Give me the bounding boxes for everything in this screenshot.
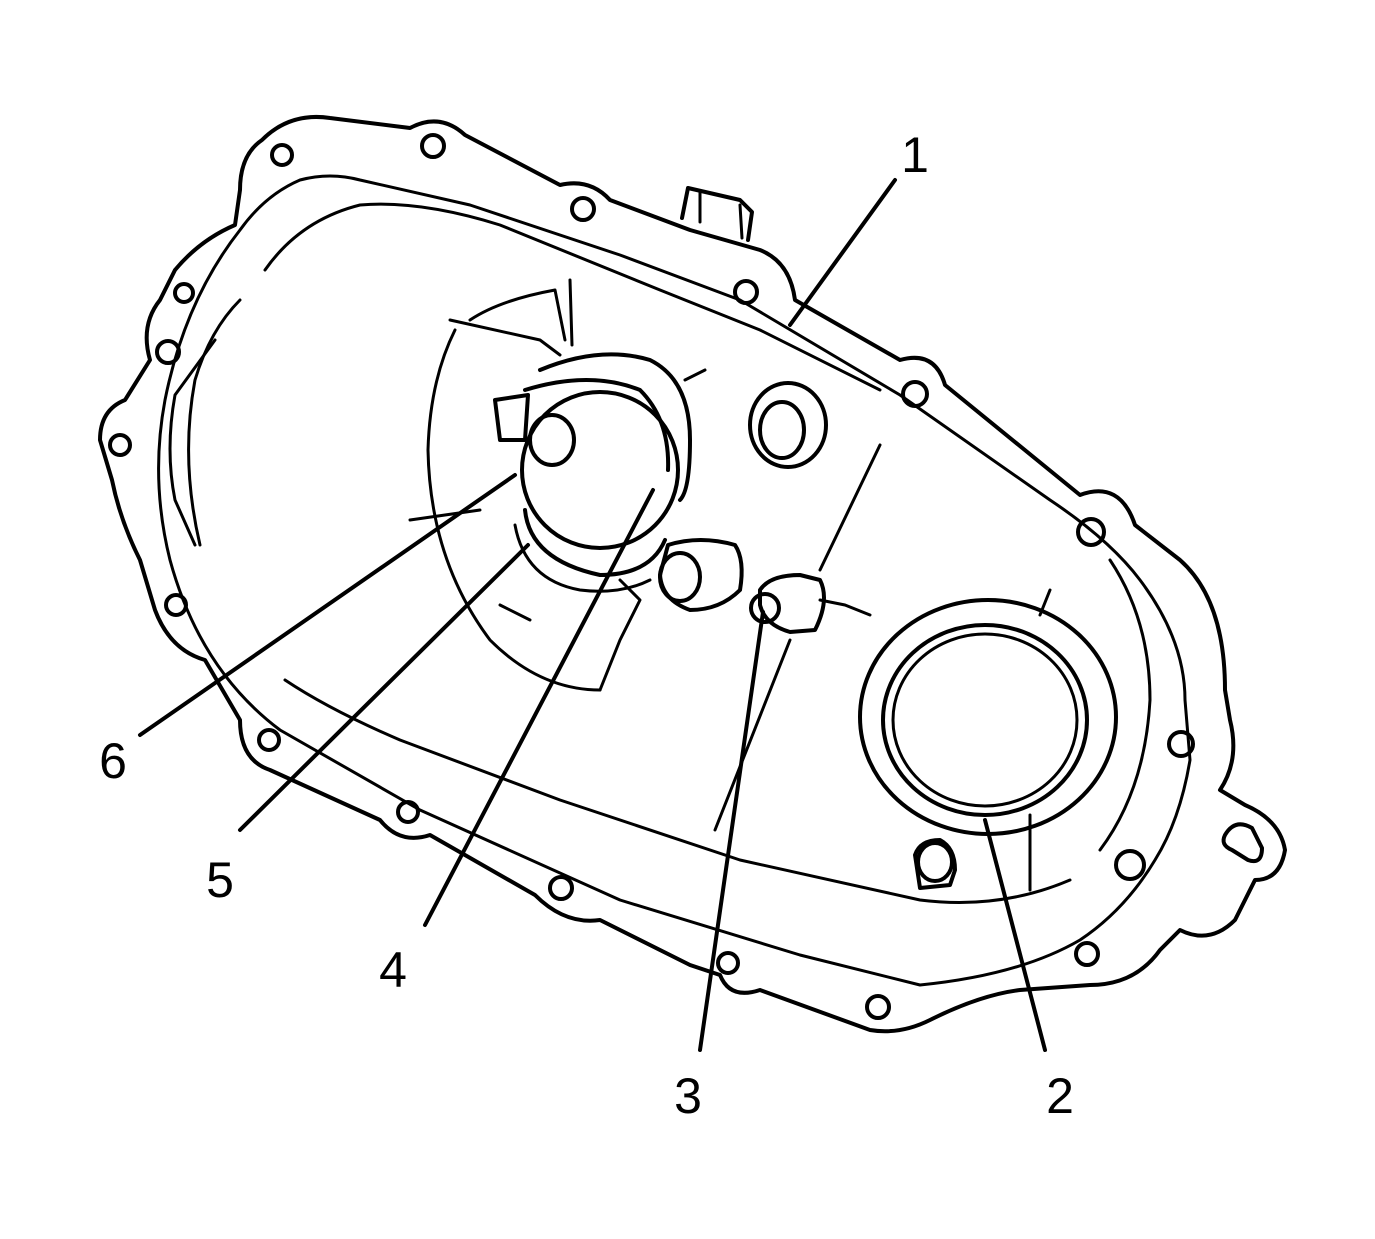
case-flange-outline bbox=[98, 115, 1287, 1034]
leader-1 bbox=[788, 178, 897, 327]
cavity-edge-upper bbox=[263, 202, 882, 392]
callout-4: 4 bbox=[379, 942, 407, 998]
vent-boss bbox=[680, 186, 754, 242]
callout-3: 3 bbox=[674, 1068, 702, 1124]
callout-6: 6 bbox=[99, 733, 127, 789]
upper-boss bbox=[748, 381, 828, 469]
cavity-edge-right bbox=[1098, 558, 1152, 852]
leader-5 bbox=[238, 543, 530, 832]
mount-tab-slot bbox=[1221, 822, 1264, 864]
rib-2 bbox=[713, 638, 792, 832]
bushing-boss bbox=[749, 573, 872, 634]
vent-boss-edge bbox=[698, 190, 744, 240]
cavity-edge-left-2 bbox=[168, 338, 217, 547]
callout-1: 1 bbox=[901, 127, 929, 183]
rib-1 bbox=[818, 443, 882, 572]
leader-4 bbox=[423, 488, 655, 927]
leader-2 bbox=[983, 818, 1047, 1052]
input-bore bbox=[408, 278, 707, 692]
leader-6 bbox=[138, 473, 517, 737]
cavity-edge-left bbox=[187, 298, 242, 547]
callout-5: 5 bbox=[206, 852, 234, 908]
leader-3 bbox=[698, 610, 765, 1052]
cavity-edge-lower bbox=[283, 678, 1072, 904]
case-flange-inner bbox=[157, 174, 1192, 987]
bolt-holes bbox=[108, 133, 1195, 1020]
middle-boss bbox=[658, 538, 744, 612]
callout-2: 2 bbox=[1046, 1068, 1074, 1124]
output-bore bbox=[858, 598, 1118, 836]
dowel-pin bbox=[913, 838, 957, 890]
